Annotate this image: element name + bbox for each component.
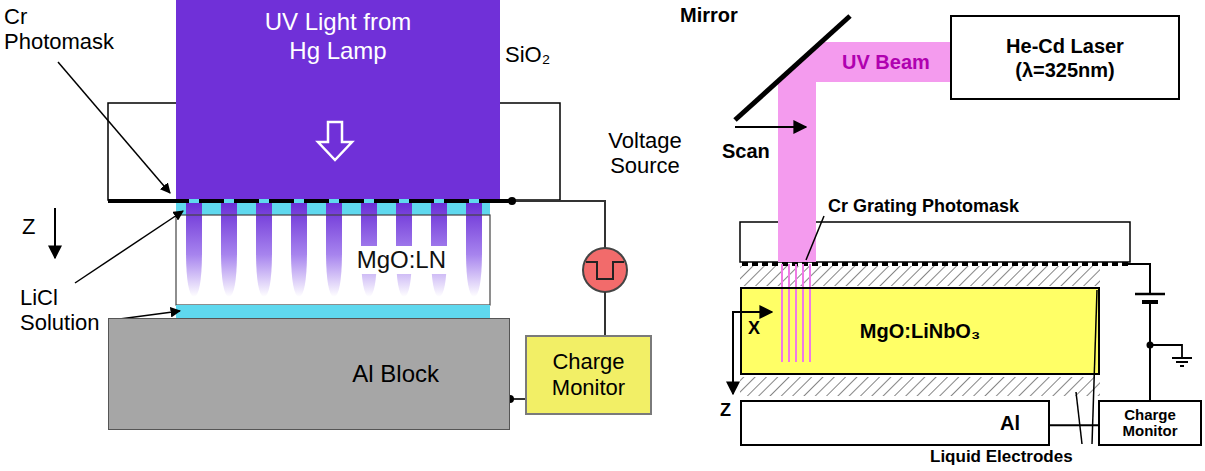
laser-box: He-Cd Laser (λ=325nm) [950, 15, 1180, 100]
leader-line [1076, 392, 1082, 444]
pulse-symbol [586, 262, 624, 279]
part-label: LiCl Solution [20, 285, 120, 336]
mask-opening [259, 199, 269, 203]
axis-arrows [733, 312, 772, 394]
mirror [735, 16, 850, 120]
wire [1149, 302, 1151, 400]
leader-line [58, 62, 170, 193]
material-label: SiO₂ [505, 42, 550, 67]
node-text: He-Cd Laser (λ=325nm) [985, 34, 1145, 82]
mask-opening [224, 199, 234, 203]
node-text: Charge Monitor [531, 349, 646, 402]
crystal-box: MgO:LiNbO₃ [740, 287, 1100, 375]
mask-opening [294, 199, 304, 203]
node-text: Al Block [352, 360, 439, 389]
charge-monitor: Charge Monitor [525, 335, 652, 415]
liquid-electrode [740, 266, 1100, 286]
wire [512, 201, 605, 248]
leader-line [806, 216, 824, 260]
crystal-label-box: MgO:LN [176, 215, 490, 305]
axis-label: X [748, 318, 760, 339]
node-text: MgO:LiNbO₃ [860, 319, 980, 343]
node-text: MgO:LN [353, 246, 450, 275]
node-text: UV Light from Hg Lamp [253, 8, 423, 66]
exposure-finger [466, 203, 482, 297]
leader-line [75, 211, 183, 283]
mask-opening [434, 199, 444, 203]
grating-photomask [742, 262, 1128, 266]
part-label: Cr Photomask [4, 4, 119, 55]
al-block: Al Block [108, 318, 510, 430]
uv-laser-beam [778, 42, 950, 262]
charge-monitor: Charge Monitor [1098, 400, 1202, 446]
axis-arrow [54, 208, 56, 258]
leader-line [1092, 290, 1097, 444]
voltage-source-symbol [583, 248, 627, 292]
beam-label: UV Beam [842, 51, 930, 74]
grating-beam [809, 264, 811, 362]
ground-symbol [1150, 345, 1192, 366]
mask-opening [189, 199, 199, 203]
axis-label: Z [720, 400, 731, 421]
liquid-electrode [176, 305, 490, 318]
exposure-finger [291, 203, 307, 297]
uv-light-beam [176, 0, 500, 200]
mask-opening [469, 199, 479, 203]
grating-beam [795, 264, 797, 362]
crystal-outline [176, 215, 490, 305]
mask-openings [189, 199, 479, 203]
crystal-body [740, 287, 1100, 375]
light-direction-arrow [318, 122, 352, 160]
exposure-fingers [186, 203, 482, 297]
uv-light-source: UV Light from Hg Lamp [176, 0, 500, 200]
wire [1128, 264, 1150, 294]
grating-beams [782, 264, 810, 362]
node-text: Charge Monitor [1103, 407, 1197, 440]
motion-label: Scan [722, 140, 770, 163]
part-label: Voltage Source [585, 128, 705, 179]
junction-dot [508, 197, 516, 205]
liquid-electrode [740, 377, 1100, 396]
wire [604, 292, 606, 335]
exposure-finger [221, 203, 237, 297]
mask-opening [329, 199, 339, 203]
exposure-finger [326, 203, 342, 297]
wire [1050, 424, 1098, 426]
grating-beam [788, 264, 790, 362]
mask-opening [364, 199, 374, 203]
grating-beam [802, 264, 804, 362]
part-label: Mirror [680, 4, 738, 27]
exposure-finger [256, 203, 272, 297]
axis-label: Z [22, 214, 35, 239]
exposure-finger [186, 203, 202, 297]
part-label: Cr Grating Photomask [828, 196, 1019, 217]
scan-arrow [735, 126, 806, 128]
grating-beam [781, 264, 783, 362]
part-label: Liquid Electrodes [930, 448, 1073, 467]
al-electrode: Al [740, 400, 1050, 446]
node-text: Al [1000, 411, 1020, 435]
mask-opening [399, 199, 409, 203]
battery-symbol [1135, 293, 1165, 296]
photomask-layer [108, 199, 512, 203]
